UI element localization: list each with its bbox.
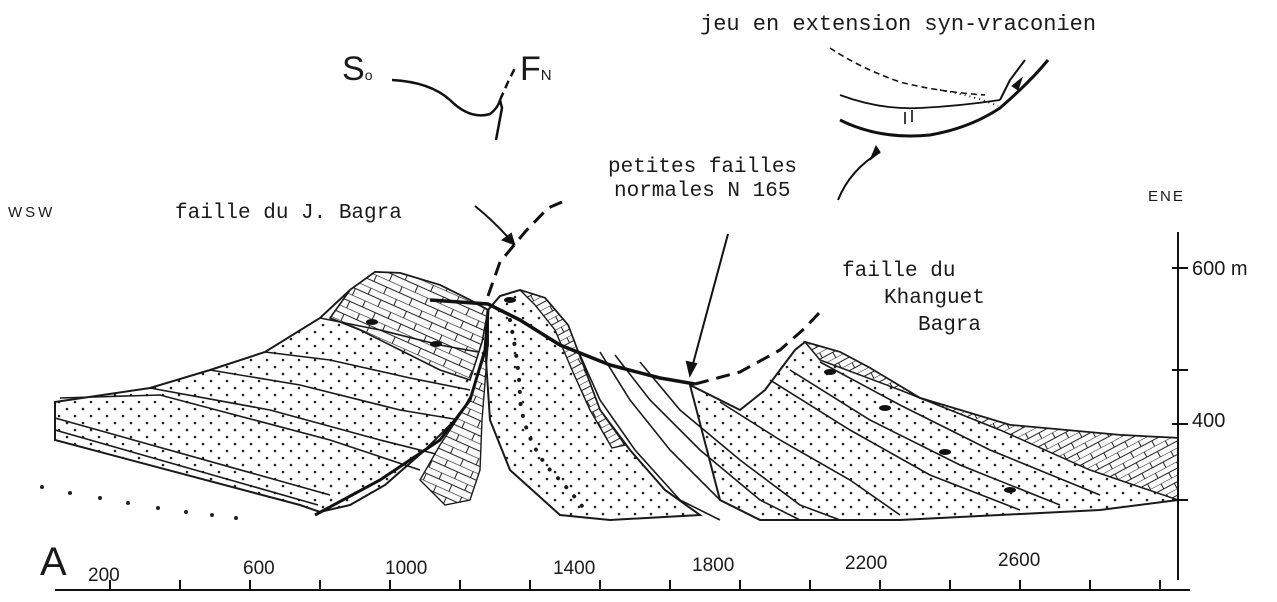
- vscale-label-600: 600 m: [1192, 258, 1248, 280]
- decollement-line: [429, 298, 696, 386]
- basin-dotted: [939, 89, 999, 107]
- fault-khanguet-line1: faille du: [842, 260, 956, 283]
- central-limestone-band: [519, 289, 627, 449]
- fault-khanguet-dashed: [694, 310, 822, 386]
- extension-caption: jeu en extension syn-vraconien: [700, 12, 1097, 37]
- extension-inset: [829, 47, 1050, 201]
- small-faults-line2: normales N 165: [614, 180, 791, 203]
- hscale-label-1800: 1800: [692, 555, 735, 576]
- hscale-label-2200: 2200: [845, 553, 888, 574]
- vertical-axis: [1172, 232, 1188, 580]
- hscale-label-600: 600: [243, 558, 275, 579]
- western-block: [40, 270, 489, 520]
- eastern-sandstone-body: [688, 340, 1179, 521]
- panel-label: A: [40, 540, 67, 584]
- hscale-label-2600: 2600: [998, 550, 1041, 571]
- hscale-label-200: 200: [88, 565, 120, 586]
- dotted-fold-trace: [508, 318, 587, 512]
- basin-fill-line: [839, 94, 1001, 110]
- arrow-to-small-faults: [689, 233, 729, 376]
- hscale-label-1400: 1400: [553, 558, 596, 579]
- vscale-label-400: 400: [1192, 410, 1226, 432]
- fault-khanguet-line3: Bagra: [918, 314, 982, 337]
- bedding-trace: [391, 78, 502, 117]
- fault-khanguet-line2: Khanguet: [884, 287, 985, 310]
- annotation-arrows: [474, 205, 729, 378]
- fault-trace-dashed: [498, 65, 518, 101]
- fault-arrow: [1011, 76, 1024, 91]
- basin-normal-fault: [999, 59, 1026, 101]
- small-faults-label: petites failles normales N 165: [608, 156, 797, 204]
- bedding-symbol: So: [342, 50, 373, 88]
- fault-bagra-dashed: [486, 200, 563, 297]
- hscale-label-1000: 1000: [385, 558, 428, 579]
- fault-symbol: FN: [520, 50, 552, 88]
- basin-upper-dashed: [829, 47, 986, 96]
- inset-pointer-arrow: [837, 151, 881, 201]
- fault-bagra-label: faille du J. Bagra: [175, 202, 402, 225]
- orientation-left-label: WSW: [8, 204, 56, 221]
- eastern-block: [366, 297, 1179, 521]
- basin-floor: [839, 59, 1050, 138]
- fault-lines: [314, 200, 822, 517]
- small-faults-line1: petites failles: [608, 156, 798, 179]
- horizontal-axis: [55, 580, 1190, 591]
- fault-trace-short: [494, 99, 504, 141]
- bedding-fault-inset: [391, 65, 518, 141]
- fault-khanguet-label: faille du Khanguet Bagra: [842, 258, 985, 339]
- main-fault-bagra: [314, 309, 490, 517]
- orientation-right-label: ENE: [1148, 188, 1185, 205]
- western-limestone-cap: [328, 271, 489, 382]
